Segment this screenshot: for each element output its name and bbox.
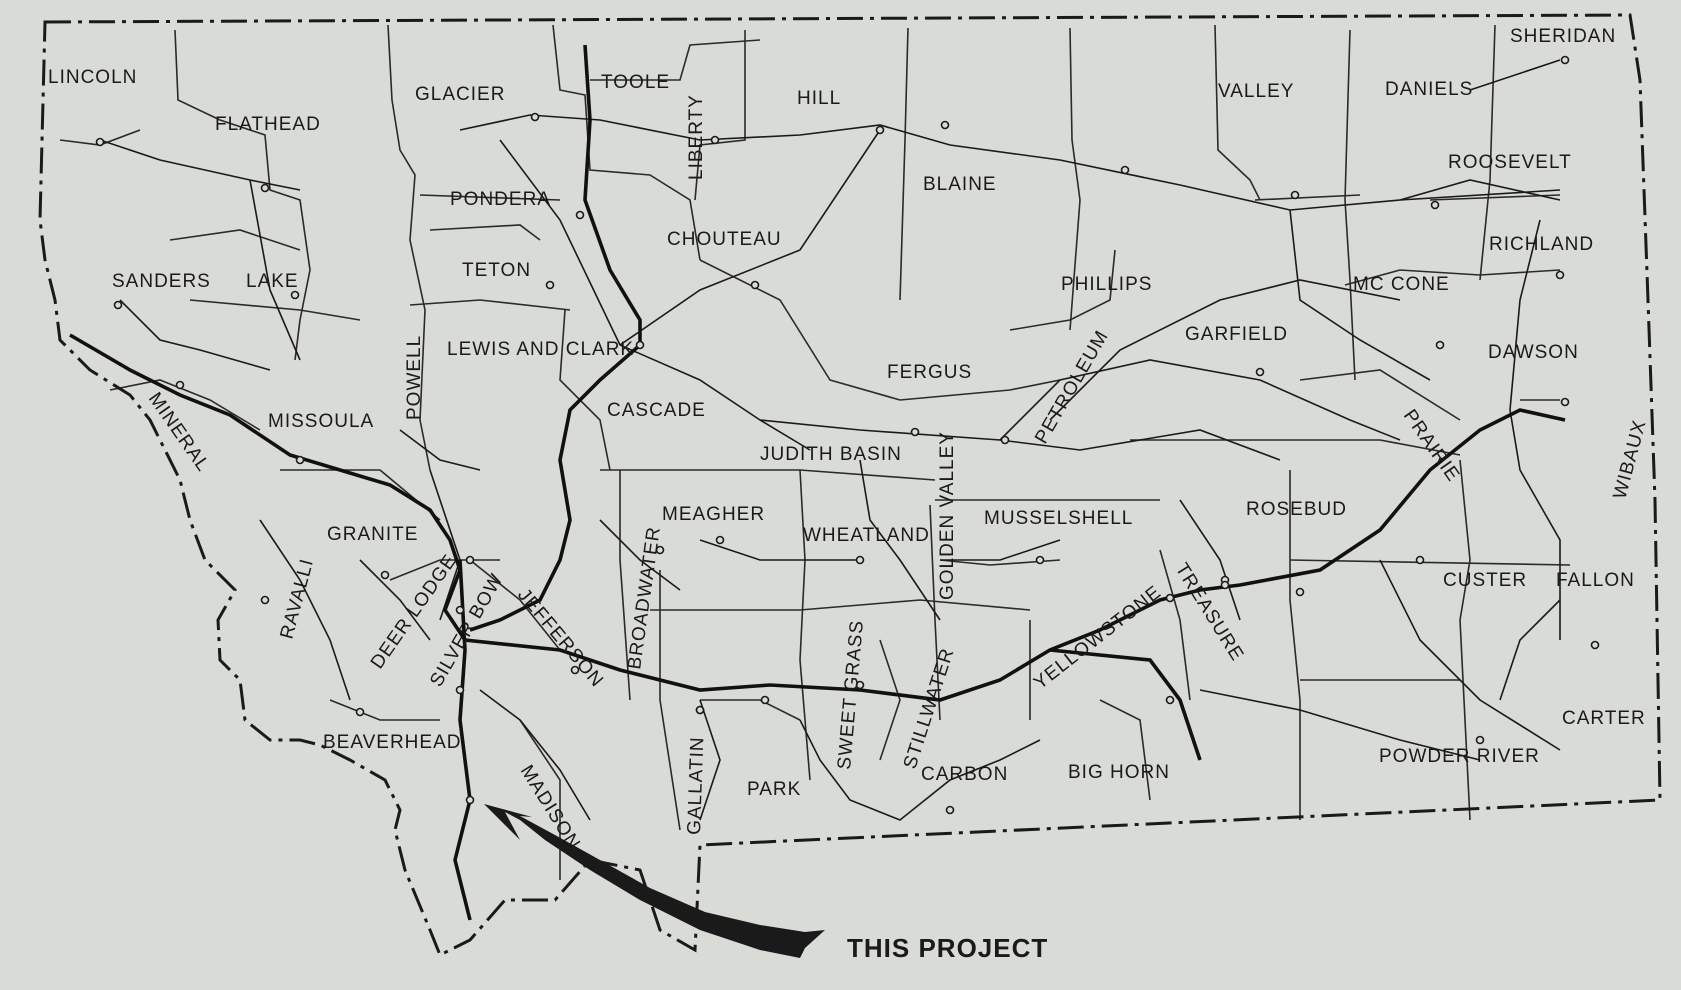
county-label-carter: CARTER [1562,708,1646,729]
county-label-teton: TETON [462,260,531,281]
county-label-blaine: BLAINE [923,174,997,195]
county-label-flathead: FLATHEAD [215,114,321,135]
county-label-garfield: GARFIELD [1185,324,1288,345]
county-label-phillips: PHILLIPS [1061,274,1152,295]
county-label-fergus: FERGUS [887,362,972,383]
county-label-custer: CUSTER [1443,570,1527,591]
county-label-wheatland: WHEATLAND [803,525,930,546]
county-label-meagher: MEAGHER [662,504,765,525]
county-label-lake: LAKE [246,271,299,292]
county-label-beaverhead: BEAVERHEAD [323,732,461,753]
roads [99,59,1561,821]
county-label-fallon: FALLON [1556,570,1635,591]
county-label-richland: RICHLAND [1489,234,1594,255]
county-label-cascade: CASCADE [607,400,706,421]
county-label-chouteau: CHOUTEAU [667,229,782,250]
county-label-missoula: MISSOULA [268,411,374,432]
county-label-rosebud: ROSEBUD [1246,499,1347,520]
county-label-carbon: CARBON [921,764,1008,785]
county-label-toole: TOOLE [601,72,670,93]
county-label-mc-cone: MC CONE [1353,274,1450,295]
county-label-judith-basin: JUDITH BASIN [760,444,902,465]
county-label-big-horn: BIG HORN [1068,762,1170,783]
county-label-powder-river: POWDER RIVER [1379,746,1540,767]
county-label-park: PARK [747,779,801,800]
county-label-lincoln: LINCOLN [48,67,137,88]
county-label-liberty: LIBERTY [686,94,707,180]
county-label-daniels: DANIELS [1385,79,1473,100]
county-label-powell: POWELL [404,335,425,420]
county-label-valley: VALLEY [1218,81,1294,102]
county-label-gallatin: GALLATIN [684,736,708,835]
county-label-musselshell: MUSSELSHELL [984,508,1133,529]
this-project-label: THIS PROJECT [847,933,1048,963]
highways [69,44,1566,921]
county-label-golden-valley: GOLDEN VALLEY [937,431,958,600]
county-label-hill: HILL [797,88,841,109]
county-label-glacier: GLACIER [415,84,505,105]
county-label-lewis-and-clark: LEWIS AND CLARK [447,339,634,360]
county-label-sheridan: SHERIDAN [1510,26,1616,47]
county-label-dawson: DAWSON [1488,342,1579,363]
county-label-roosevelt: ROOSEVELT [1448,152,1572,173]
county-label-granite: GRANITE [327,524,418,545]
project-arrow-icon [484,804,825,958]
county-label-pondera: PONDERA [450,189,551,210]
towns [95,55,1600,815]
county-label-sanders: SANDERS [112,271,211,292]
